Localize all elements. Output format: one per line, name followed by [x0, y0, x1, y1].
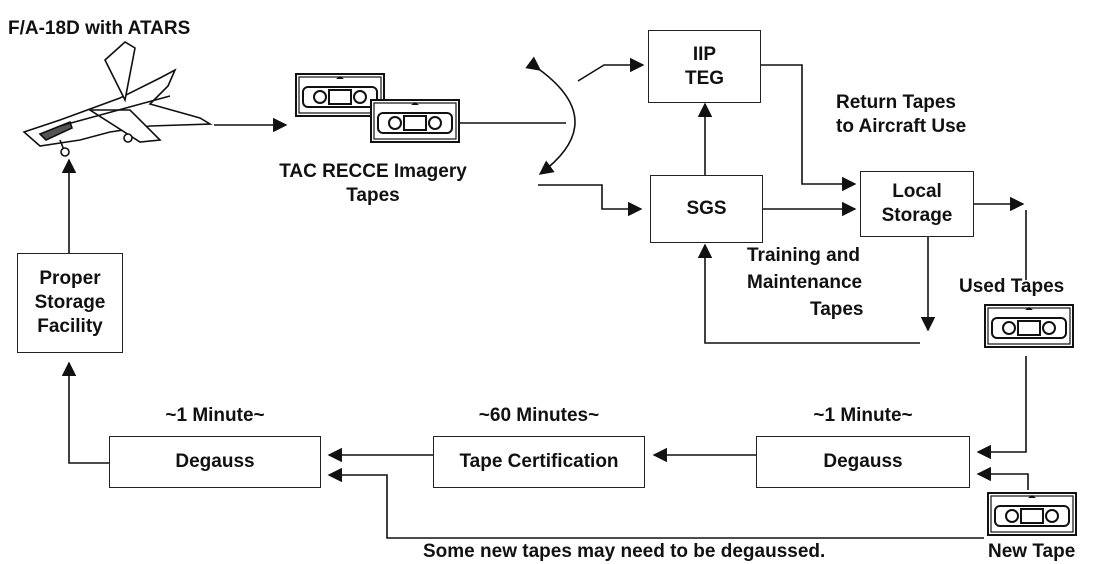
return-tapes-label: Return Tapes to Aircraft Use — [836, 91, 966, 139]
node-label: TEG — [684, 67, 725, 89]
label-line: to Aircraft Use — [836, 116, 967, 137]
diagram-title: F/A-18D with ATARS — [8, 18, 191, 39]
training-label: Training and Maintenance Tapes — [747, 244, 864, 322]
node-iip-teg: IIP TEG — [648, 30, 761, 103]
label-line: Tapes — [346, 185, 400, 206]
node-tape-certification: Tape Certification — [433, 436, 645, 488]
aircraft-icon — [22, 41, 213, 157]
node-label: Storage — [881, 205, 953, 226]
node-label: Facility — [37, 316, 103, 337]
degauss-note: Some new tapes may need to be degaussed. — [423, 541, 826, 562]
vhs-tape-icon — [984, 304, 1074, 348]
vhs-tape-icon — [370, 99, 460, 143]
label-line: Maintenance — [747, 272, 863, 293]
used-tapes-label: Used Tapes — [959, 276, 1065, 297]
label-line: Training and — [747, 245, 860, 266]
node-local-storage: Local Storage — [860, 171, 974, 237]
time-label-right: ~1 Minute~ — [813, 405, 913, 426]
node-label: Proper — [39, 268, 101, 289]
node-label: Local — [892, 181, 942, 202]
node-sgs: SGS — [650, 175, 763, 243]
label-line: Return Tapes — [836, 92, 957, 113]
node-degauss-left: Degauss — [109, 436, 321, 488]
node-label: Storage — [34, 292, 106, 313]
new-tape-label: New Tape — [988, 541, 1076, 562]
node-proper-storage: Proper Storage Facility — [17, 253, 123, 353]
label-line: Tapes — [810, 299, 864, 320]
node-degauss-right: Degauss — [756, 436, 970, 488]
time-label-mid: ~60 Minutes~ — [478, 405, 600, 426]
vhs-tape-icon — [987, 492, 1077, 536]
label-line: TAC RECCE Imagery — [279, 161, 467, 182]
imagery-tapes-label: TAC RECCE Imagery Tapes — [248, 160, 498, 208]
node-label: IIP — [692, 43, 717, 65]
time-label-left: ~1 Minute~ — [165, 405, 265, 426]
